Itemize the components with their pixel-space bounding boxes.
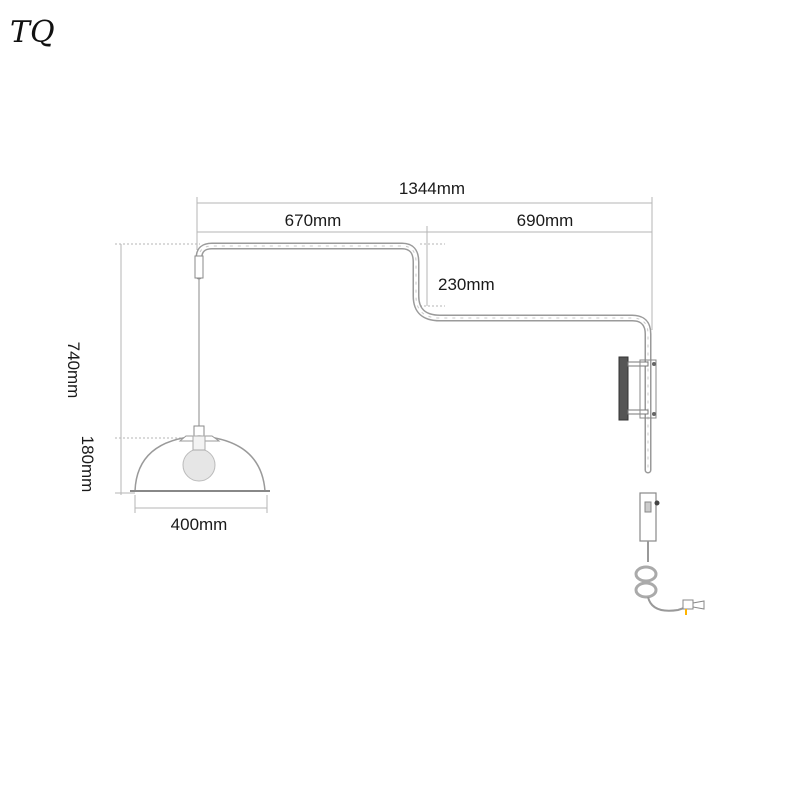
label-drop: 230mm bbox=[438, 275, 495, 294]
label-shade-height: 180mm bbox=[78, 436, 97, 493]
label-shade-diameter: 400mm bbox=[171, 515, 228, 534]
wall-plate bbox=[618, 356, 629, 421]
lamp-arm bbox=[194, 242, 652, 474]
brand-logo-text: TQ bbox=[10, 15, 55, 50]
arm-clamp bbox=[639, 359, 657, 419]
bracket-bottom bbox=[627, 409, 649, 415]
label-total-width: 1344mm bbox=[399, 179, 465, 198]
arm-end-cap bbox=[194, 255, 204, 279]
switch-icon bbox=[644, 501, 652, 513]
clamp-screw-top bbox=[652, 362, 656, 366]
clamp-screw-bottom bbox=[652, 412, 656, 416]
plug-icon bbox=[692, 600, 705, 610]
plug-body bbox=[682, 599, 694, 610]
dimension-labels: 1344mm 670mm 690mm 230mm 740mm 180mm 400… bbox=[64, 179, 573, 534]
bulb-socket bbox=[193, 425, 205, 437]
wall-mount bbox=[618, 356, 657, 421]
arm-tube-outline bbox=[195, 242, 652, 474]
dimension-lines bbox=[115, 197, 653, 513]
power-cord bbox=[647, 596, 691, 612]
cord-coil-top bbox=[634, 565, 658, 583]
label-total-height: 740mm bbox=[64, 342, 83, 399]
arm-tube-detail bbox=[198, 245, 649, 470]
light-bulb-icon bbox=[182, 448, 216, 482]
arm-tube-inner bbox=[197, 244, 650, 472]
label-left-span: 670mm bbox=[285, 211, 342, 230]
cord-coil-bottom bbox=[634, 581, 658, 599]
switch-knob bbox=[654, 500, 660, 506]
bulb-base bbox=[192, 435, 206, 451]
switch-box bbox=[639, 492, 657, 542]
brand-logo: TQ bbox=[10, 15, 55, 50]
bracket-top bbox=[627, 361, 649, 367]
label-right-span: 690mm bbox=[517, 211, 574, 230]
cord-assembly bbox=[634, 492, 705, 615]
pendant bbox=[130, 278, 270, 492]
